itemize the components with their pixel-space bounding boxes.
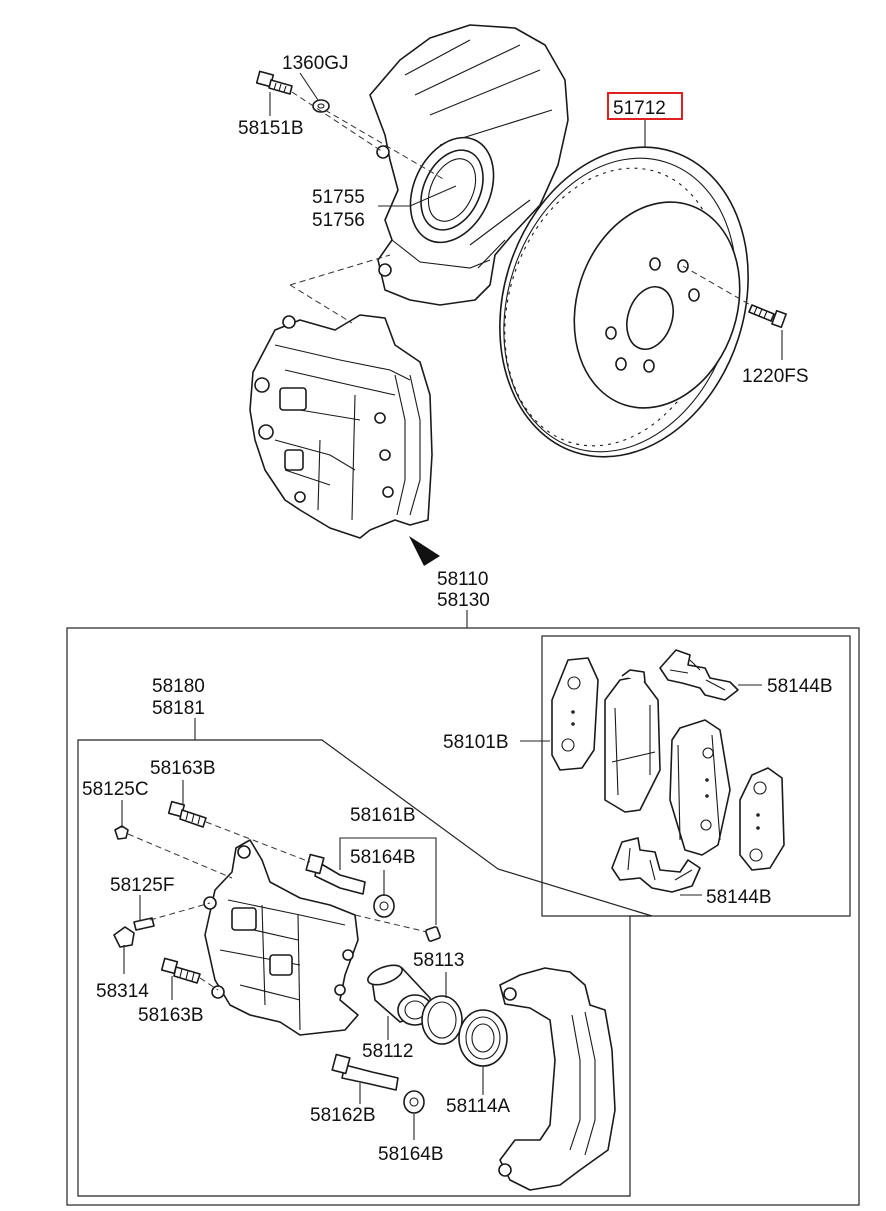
caliper-carrier <box>498 967 616 1191</box>
small-bolts <box>113 800 207 984</box>
label-58181: 58181 <box>152 698 205 719</box>
label-1220FS: 1220FS <box>742 366 809 387</box>
bolt-58151B <box>255 70 330 113</box>
label-58144B-top: 58144B <box>767 676 833 697</box>
label-51756: 51756 <box>312 210 365 231</box>
label-58101B: 58101B <box>443 732 509 753</box>
highlight-box-51712 <box>607 92 683 120</box>
label-58112: 58112 <box>362 1041 413 1062</box>
label-51755: 51755 <box>312 187 365 208</box>
screw-1220FS <box>748 304 787 329</box>
label-58162B: 58162B <box>310 1105 376 1126</box>
caliper-assembly <box>249 314 433 539</box>
caliper-kit-box <box>66 627 860 1206</box>
label-58130: 58130 <box>437 590 490 611</box>
top-leader-lines <box>269 72 783 628</box>
dust-boot <box>458 1009 508 1067</box>
brake-disc <box>499 146 749 458</box>
piston-seal <box>421 995 463 1045</box>
label-58163B-bottom: 58163B <box>138 1005 204 1026</box>
pad-clip-top <box>659 649 739 701</box>
part-labels: 1360GJ 58151B 51755 51756 51712 1220FS 5… <box>82 53 833 1165</box>
label-58151B: 58151B <box>238 118 304 139</box>
direction-arrow <box>409 536 440 566</box>
bottom-leader-lines <box>121 684 762 1140</box>
label-58164B-bottom: 58164B <box>378 1144 444 1165</box>
caliper-body-box <box>77 739 653 1197</box>
caliper-body <box>203 839 359 1036</box>
hub-bearing <box>409 136 495 244</box>
label-58125C: 58125C <box>82 779 149 800</box>
label-58114A: 58114A <box>446 1096 510 1117</box>
brake-pads <box>551 657 785 871</box>
label-58163B-top: 58163B <box>150 758 216 779</box>
label-58180: 58180 <box>152 676 205 697</box>
label-58125F: 58125F <box>110 875 174 896</box>
label-58314: 58314 <box>96 981 149 1002</box>
pad-kit-box <box>541 635 851 917</box>
label-58164B-top: 58164B <box>350 847 416 868</box>
label-51712: 51712 <box>613 98 666 119</box>
label-58161B: 58161B <box>350 805 416 826</box>
label-1360GJ: 1360GJ <box>282 53 349 74</box>
label-58113: 58113 <box>413 950 464 971</box>
label-58144B-bottom: 58144B <box>706 887 772 908</box>
guide-pins <box>305 853 441 1114</box>
label-58110: 58110 <box>437 569 488 590</box>
pad-clip-bottom <box>611 837 701 893</box>
